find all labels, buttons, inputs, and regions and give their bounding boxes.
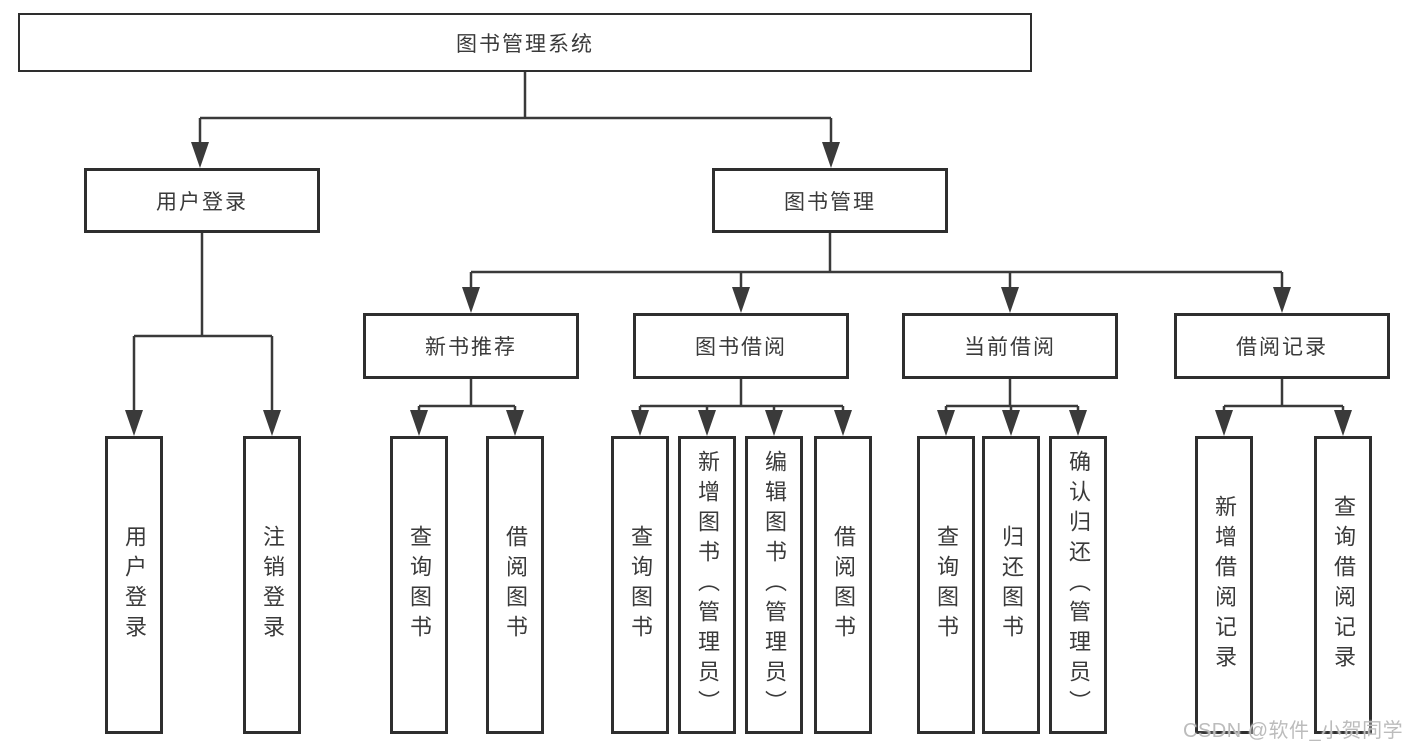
node-label: 图书管理 (784, 190, 876, 214)
node-user-login: 用户登录 (84, 168, 320, 233)
leaf-add-book-admin: 新增图书（管理员） (678, 436, 736, 734)
node-label: 借阅图书 (831, 525, 856, 645)
node-label: 编辑图书（管理员） (762, 450, 787, 720)
node-borrow-records: 借阅记录 (1174, 313, 1390, 379)
node-current-borrow: 当前借阅 (902, 313, 1118, 379)
node-label: 新书推荐 (425, 336, 517, 359)
connector-borrow-records-to-leaves (1215, 379, 1352, 436)
node-label: 借阅记录 (1236, 336, 1328, 359)
leaf-return-books: 归还图书 (982, 436, 1040, 734)
node-library-management-system: 图书管理系统 (18, 13, 1032, 72)
node-label: 新增借阅记录 (1212, 495, 1237, 675)
node-label: 确认归还（管理员） (1066, 450, 1091, 720)
leaf-add-borrow-record: 新增借阅记录 (1195, 436, 1253, 734)
leaf-query-books-recommend: 查询图书 (390, 436, 448, 734)
node-label: 用户登录 (156, 190, 248, 214)
csdn-watermark: CSDN @软件_小贺同学 (1183, 720, 1404, 742)
node-label: 查询图书 (934, 525, 959, 645)
connector-user-login-to-leaves (125, 233, 281, 436)
connector-current-borrow-to-leaves (937, 379, 1087, 436)
node-label: 当前借阅 (964, 336, 1056, 359)
connector-root-to-level2 (191, 72, 840, 168)
node-book-management: 图书管理 (712, 168, 948, 233)
connector-book-management-to-level3 (462, 233, 1291, 313)
node-label: 新增图书（管理员） (695, 450, 720, 720)
node-label: 用户登录 (122, 525, 147, 645)
leaf-borrow-books-recommend: 借阅图书 (486, 436, 544, 734)
node-label: 图书管理系统 (456, 32, 594, 56)
leaf-edit-book-admin: 编辑图书（管理员） (745, 436, 803, 734)
leaf-confirm-return-admin: 确认归还（管理员） (1049, 436, 1107, 734)
leaf-logout: 注销登录 (243, 436, 301, 734)
leaf-query-borrow-record: 查询借阅记录 (1314, 436, 1372, 734)
leaf-query-books-borrow: 查询图书 (611, 436, 669, 734)
leaf-user-login: 用户登录 (105, 436, 163, 734)
connector-new-book-recommend-to-leaves (410, 379, 524, 436)
node-label: 查询图书 (407, 525, 432, 645)
node-label: 归还图书 (999, 525, 1024, 645)
leaf-borrow-books: 借阅图书 (814, 436, 872, 734)
node-label: 图书借阅 (695, 336, 787, 359)
node-book-borrow: 图书借阅 (633, 313, 849, 379)
node-label: 查询借阅记录 (1331, 495, 1356, 675)
node-new-book-recommend: 新书推荐 (363, 313, 579, 379)
node-label: 查询图书 (628, 525, 653, 645)
connector-book-borrow-to-leaves (631, 379, 852, 436)
leaf-query-books-current: 查询图书 (917, 436, 975, 734)
node-label: 借阅图书 (503, 525, 528, 645)
node-label: 注销登录 (260, 525, 285, 645)
